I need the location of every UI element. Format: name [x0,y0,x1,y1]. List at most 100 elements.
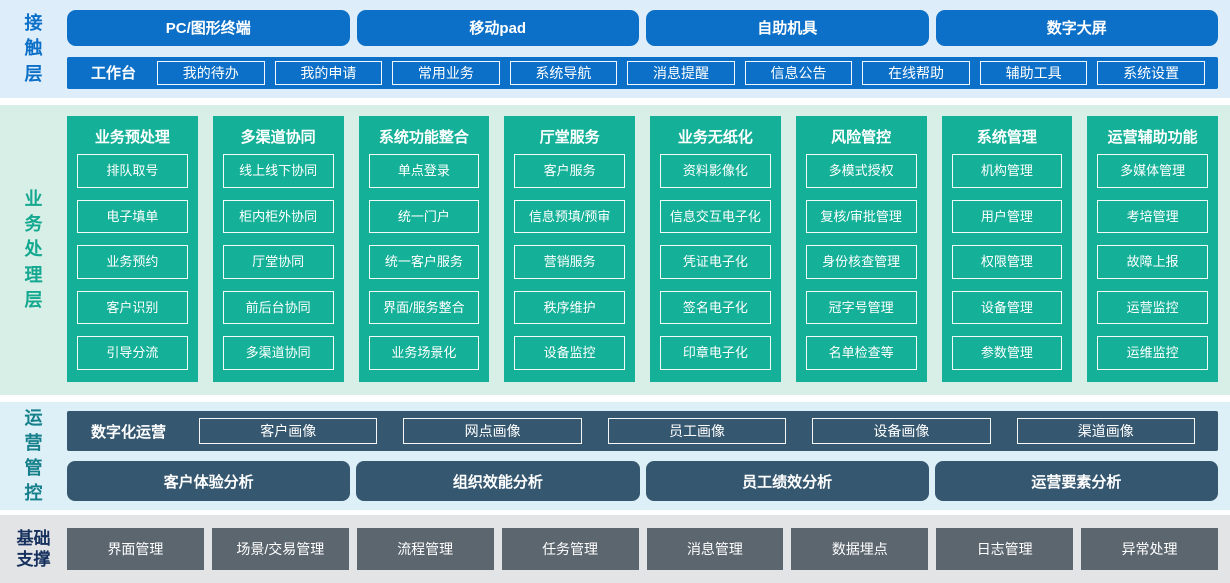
workbench-item-common-business: 常用业务 [392,60,500,85]
business-item: 排队取号 [77,154,188,188]
business-item: 多模式授权 [805,154,917,188]
business-item: 多媒体管理 [1097,154,1208,188]
business-column-items: 排队取号 电子填单 业务预约 客户识别 引导分流 [77,154,188,370]
business-column-items: 线上线下协同 柜内柜外协同 厅堂协同 前后台协同 多渠道协同 [222,154,334,370]
business-column-system-management: 系统管理 机构管理 用户管理 权限管理 设备管理 参数管理 [941,116,1073,382]
portrait-item-employee: 员工画像 [607,418,787,444]
business-item: 用户管理 [951,199,1063,234]
terminal-row: PC/图形终端 移动pad 自助机具 数字大屏 [67,9,1218,46]
layer-contact-label: 接触层 [0,0,67,98]
business-item: 复核/审批管理 [805,199,917,234]
foundation-ui-management: 界面管理 [67,528,204,570]
business-column-paperless: 业务无纸化 资料影像化 信息交互电子化 凭证电子化 签名电子化 印章电子化 [650,116,781,382]
business-item: 界面/服务整合 [368,290,480,325]
workbench-item-auxiliary-tools: 辅助工具 [979,60,1088,85]
business-column-title: 运营辅助功能 [1107,129,1198,146]
analysis-row: 客户体验分析 组织效能分析 员工绩效分析 运营要素分析 [67,461,1218,501]
business-item: 信息预填/预审 [514,199,625,234]
business-column-system-integration: 系统功能整合 单点登录 统一门户 统一客户服务 界面/服务整合 业务场景化 [358,116,490,382]
layer-operations-label-text: 运营管控 [24,407,43,504]
business-item: 营销服务 [514,245,625,279]
business-column-title: 风险管控 [831,129,892,146]
layer-business-label: 业务处理层 [0,105,67,395]
business-item: 故障上报 [1097,245,1208,279]
business-item: 柜内柜外协同 [222,199,334,234]
layer-contact-label-text: 接触层 [24,13,43,84]
foundation-data-tracking: 数据埋点 [791,528,929,570]
business-column-title: 多渠道协同 [240,129,316,146]
business-item: 信息交互电子化 [660,199,771,234]
business-item: 客户服务 [514,154,625,188]
workbench-item-message-alerts: 消息提醒 [627,60,735,85]
business-item: 权限管理 [951,245,1063,279]
business-item: 秩序维护 [514,290,625,325]
foundation-scene-transaction-management: 场景/交易管理 [211,528,349,570]
workbench-label: 工作台 [91,65,137,82]
terminal-digital-screen: 数字大屏 [935,9,1218,46]
business-column-title: 系统管理 [976,129,1037,146]
foundation-process-management: 流程管理 [356,528,494,570]
business-column-preprocessing: 业务预处理 排队取号 电子填单 业务预约 客户识别 引导分流 [67,116,198,382]
layer-operations: 运营管控 数字化运营 客户画像 网点画像 员工画像 设备画像 渠道画像 客户体验… [0,402,1230,510]
business-item: 凭证电子化 [660,245,771,279]
business-item: 机构管理 [951,154,1063,188]
portrait-item-customer: 客户画像 [199,418,378,444]
workbench-bar: 工作台 我的待办 我的申请 常用业务 系统导航 消息提醒 信息公告 在线帮助 辅… [67,56,1218,89]
layer-operations-label: 运营管控 [0,402,67,510]
business-column-title: 厅堂服务 [539,129,600,146]
workbench-item-system-nav: 系统导航 [509,60,618,85]
business-item: 冠字号管理 [805,290,917,325]
business-column-title: 业务预处理 [94,129,170,146]
business-column-items: 多模式授权 复核/审批管理 身份核查管理 冠字号管理 名单检查等 [805,154,917,370]
layer-foundation-label: 基础支撑 [0,515,67,583]
business-item: 单点登录 [368,154,480,188]
workbench-item-system-settings: 系统设置 [1097,60,1205,85]
portrait-item-device: 设备画像 [812,418,991,444]
business-column-items: 客户服务 信息预填/预审 营销服务 秩序维护 设备监控 [514,154,625,370]
business-item: 参数管理 [951,336,1063,370]
foundation-message-management: 消息管理 [646,528,784,570]
business-item: 考培管理 [1097,199,1208,234]
digital-ops-bar: 数字化运营 客户画像 网点画像 员工画像 设备画像 渠道画像 [67,411,1218,451]
layer-foundation-content: 界面管理 场景/交易管理 流程管理 任务管理 消息管理 数据埋点 日志管理 异常… [67,515,1230,583]
business-column-ops-auxiliary: 运营辅助功能 多媒体管理 考培管理 故障上报 运营监控 运维监控 [1087,116,1218,382]
business-item: 运维监控 [1097,336,1208,370]
business-item: 厅堂协同 [222,245,334,279]
layer-operations-content: 数字化运营 客户画像 网点画像 员工画像 设备画像 渠道画像 客户体验分析 组织… [67,402,1230,510]
business-item: 客户识别 [77,290,188,325]
foundation-task-management: 任务管理 [501,528,639,570]
business-item: 运营监控 [1097,290,1208,325]
analysis-customer-experience: 客户体验分析 [67,461,351,501]
layer-contact-content: PC/图形终端 移动pad 自助机具 数字大屏 工作台 我的待办 我的申请 常用… [67,0,1230,98]
business-item: 资料影像化 [660,154,771,188]
business-column-items: 机构管理 用户管理 权限管理 设备管理 参数管理 [951,154,1063,370]
business-item: 线上线下协同 [222,154,334,188]
business-item: 名单检查等 [805,336,917,370]
terminal-mobile-pad: 移动pad [356,9,639,46]
layer-foundation-label-text: 基础支撑 [16,528,51,569]
business-column-items: 单点登录 统一门户 统一客户服务 界面/服务整合 业务场景化 [368,154,480,370]
foundation-exception-handling: 异常处理 [1081,528,1218,570]
business-item: 设备管理 [951,290,1063,325]
workbench-item-announcements: 信息公告 [744,60,853,85]
business-item: 身份核查管理 [805,245,917,279]
business-item: 印章电子化 [660,336,771,370]
layer-foundation: 基础支撑 界面管理 场景/交易管理 流程管理 任务管理 消息管理 数据埋点 日志… [0,515,1230,583]
business-column-hall-service: 厅堂服务 客户服务 信息预填/预审 营销服务 秩序维护 设备监控 [504,116,635,382]
layer-business-content: 业务预处理 排队取号 电子填单 业务预约 客户识别 引导分流 多渠道协同 线上线… [67,105,1230,395]
business-item: 业务预约 [77,245,188,279]
terminal-pc: PC/图形终端 [67,9,350,46]
analysis-org-effectiveness: 组织效能分析 [356,461,640,501]
business-column-multichannel: 多渠道协同 线上线下协同 柜内柜外协同 厅堂协同 前后台协同 多渠道协同 [212,116,344,382]
business-item: 引导分流 [77,336,188,370]
foundation-log-management: 日志管理 [936,528,1074,570]
business-column-risk-control: 风险管控 多模式授权 复核/审批管理 身份核查管理 冠字号管理 名单检查等 [795,116,927,382]
portrait-item-channel: 渠道画像 [1016,418,1195,444]
business-item: 电子填单 [77,199,188,234]
digital-ops-label: 数字化运营 [91,423,167,441]
business-column-title: 系统功能整合 [378,129,469,146]
business-item: 统一门户 [368,199,480,234]
workbench-item-online-help: 在线帮助 [862,60,970,85]
business-column-items: 资料影像化 信息交互电子化 凭证电子化 签名电子化 印章电子化 [660,154,771,370]
